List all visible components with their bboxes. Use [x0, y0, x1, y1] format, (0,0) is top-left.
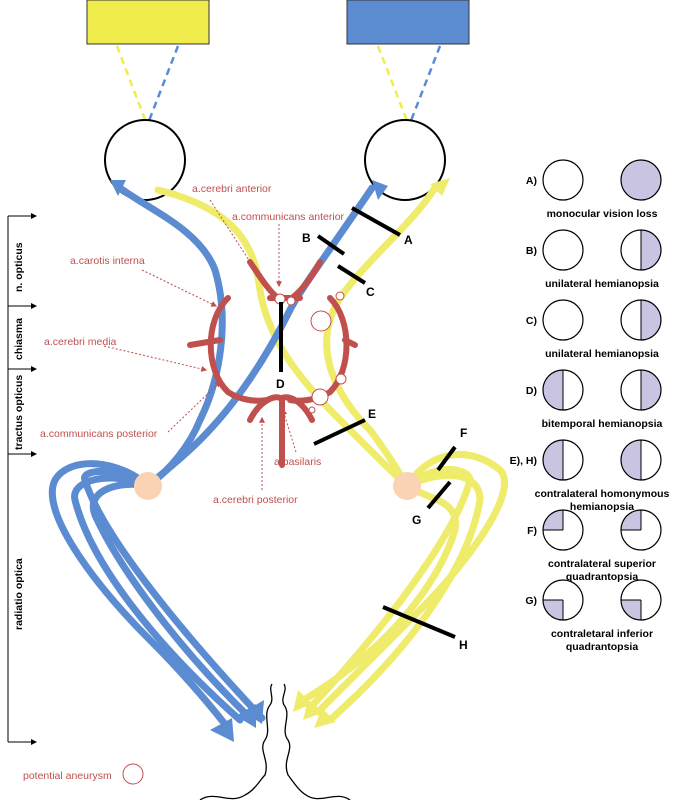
- lesion-line-h: [382, 605, 456, 639]
- lesion-line-e: [313, 418, 366, 446]
- label-carotis-interna: a.carotis interna: [70, 255, 145, 267]
- label-cerebri-posterior: a.cerebri posterior: [213, 494, 298, 506]
- left-eye-field: [542, 229, 584, 271]
- left-eye-field: [542, 439, 584, 481]
- legend-caption: quadrantopsia: [566, 641, 639, 653]
- artery-cerebri-media-left: [187, 337, 223, 348]
- label-communicans-posterior: a.communicans posterior: [40, 428, 158, 440]
- right-eye: [364, 119, 446, 201]
- legend-key: D): [526, 385, 537, 397]
- occipital-cortex-outline: [199, 683, 351, 800]
- right-eye-field: [620, 369, 662, 411]
- artery-carotis-left: [207, 295, 231, 395]
- blue-arrowheads: [110, 180, 388, 742]
- lesion-line-a: [351, 206, 401, 237]
- lesion-label-f: F: [460, 426, 467, 440]
- label-radiatio-optica: radiatio optica: [13, 558, 25, 630]
- legend-key: G): [525, 595, 537, 607]
- lesion-line-c: [336, 264, 367, 285]
- legend-caption: bitemporal hemianopsia: [542, 418, 663, 430]
- lesion-label-e: E: [368, 407, 376, 421]
- lesion-label-c: C: [366, 285, 375, 299]
- artery-cerebri-media-right: [342, 337, 358, 348]
- legend-caption: hemianopsia: [570, 501, 634, 513]
- aneurysm-legend-icon: [122, 763, 144, 785]
- label-n-opticus: n. opticus: [13, 242, 25, 292]
- left-eye-field: [542, 579, 584, 621]
- lesion-line-g: [426, 480, 452, 510]
- left-visual-field-box: [86, 0, 210, 45]
- legend-caption: contraletaral inferior: [551, 628, 653, 640]
- right-eye-field: [620, 229, 662, 271]
- label-tractus-opticus: tractus opticus: [13, 375, 25, 450]
- label-basilaris: a.basilaris: [274, 456, 321, 468]
- aneurysm-legend-label: potential aneurysm: [23, 770, 112, 782]
- left-eye-field: [542, 509, 584, 551]
- lesion-label-a: A: [404, 233, 413, 247]
- legend-row: E), H) contralateral homonymoushemianopsi…: [510, 439, 670, 513]
- legend-row: C) unilateral hemianopsia: [526, 299, 662, 360]
- lesion-lines: [279, 206, 457, 639]
- artery-cerebri-posterior-left: [247, 394, 283, 423]
- lesion-label-h: H: [459, 638, 468, 652]
- left-eye-field: [542, 159, 584, 201]
- right-eye-field: [620, 509, 662, 551]
- blue-optic-pathway: [48, 184, 376, 732]
- legend-key: C): [526, 315, 537, 327]
- lesion-label-b: B: [302, 231, 311, 245]
- right-eye-field: [620, 159, 662, 201]
- left-eye-field: [542, 299, 584, 341]
- legend-key: B): [526, 245, 537, 257]
- legend-key: A): [526, 175, 537, 187]
- legend-caption: unilateral hemianopsia: [545, 348, 659, 360]
- left-lateral-geniculate: [134, 472, 162, 500]
- right-eye-field: [620, 579, 662, 621]
- section-bracket-arrows: [31, 213, 37, 745]
- left-eye-field: [542, 369, 584, 411]
- lesion-label-g: G: [412, 513, 421, 527]
- right-eye-field: [620, 439, 662, 481]
- aneurysms: [274, 291, 347, 414]
- legend-caption: contralateral superior: [548, 558, 656, 570]
- right-lateral-geniculate: [393, 472, 421, 500]
- artery-leaders: [103, 199, 297, 490]
- legend-row: B) unilateral hemianopsia: [526, 229, 662, 290]
- legend-caption: contralateral homonymous: [535, 488, 670, 500]
- legend-caption: monocular vision loss: [547, 208, 658, 220]
- right-eye-field: [620, 299, 662, 341]
- label-cerebri-media: a.cerebri media: [44, 336, 117, 348]
- label-cerebri-anterior: a.cerebri anterior: [192, 183, 272, 195]
- right-visual-field-box: [346, 0, 470, 45]
- lesion-label-d: D: [276, 377, 285, 391]
- legend-row: A) monocular vision loss: [526, 159, 662, 220]
- lesion-line-b: [316, 234, 346, 256]
- legend-caption: unilateral hemianopsia: [545, 278, 659, 290]
- artery-anterior-right: [289, 259, 323, 301]
- legend-key: F): [527, 525, 537, 537]
- legend-row: D) bitemporal hemianopsia: [526, 369, 663, 430]
- artery-carotis-right: [327, 295, 350, 395]
- legend-key: E), H): [510, 455, 537, 467]
- label-communicans-anterior: a.communicans anterior: [232, 211, 345, 223]
- yellow-arrowheads: [293, 178, 450, 728]
- section-bracket: [7, 215, 34, 743]
- legend-caption: quadrantopsia: [566, 571, 639, 583]
- label-chiasma: chiasma: [13, 318, 25, 360]
- lesion-line-f: [436, 445, 457, 472]
